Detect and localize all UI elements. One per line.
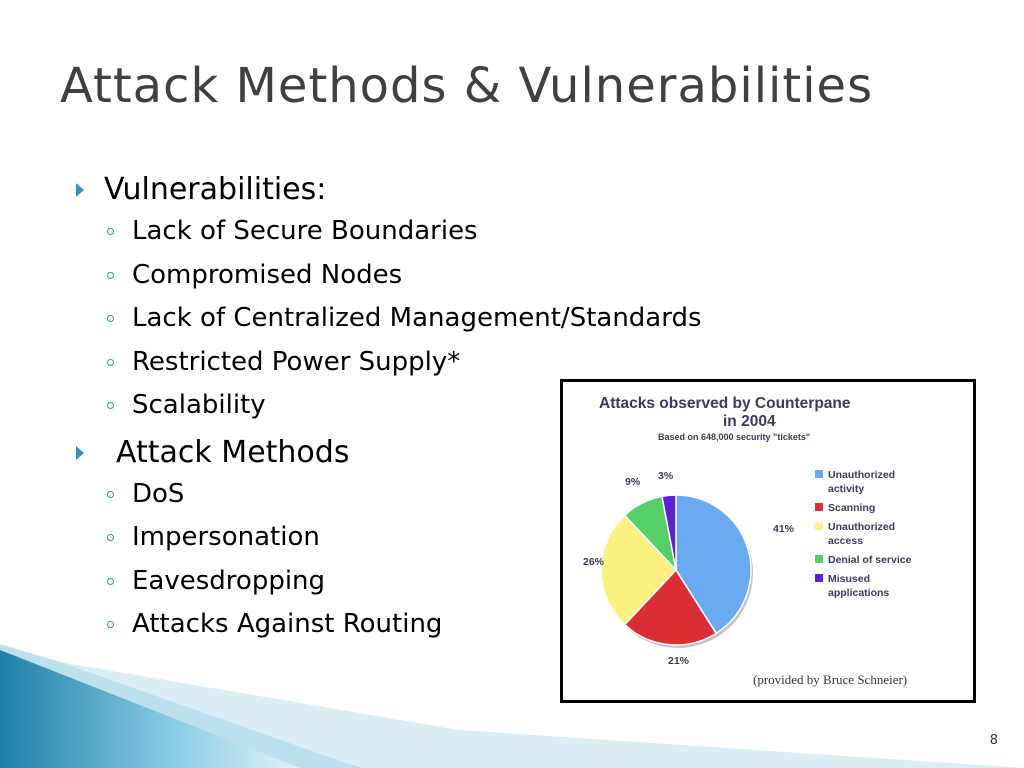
chart-legend: UnauthorizedactivityScanningUnauthorized… xyxy=(815,469,912,599)
pie-slice-label: 21% xyxy=(668,655,690,667)
legend-swatch xyxy=(815,555,823,563)
legend-label: Scanning xyxy=(828,502,875,514)
legend-label: Unauthorized xyxy=(828,469,895,481)
legend-swatch xyxy=(815,522,823,530)
ring-bullet-icon xyxy=(107,358,114,366)
bullet-item-text: Eavesdropping xyxy=(132,565,326,596)
pie-slice-label: 9% xyxy=(625,476,641,488)
legend-label: Denial of service xyxy=(828,554,912,566)
legend-swatch xyxy=(815,503,823,511)
ring-bullet-icon xyxy=(107,490,114,498)
slide-title: Attack Methods & Vulnerabilities xyxy=(60,58,874,114)
slide-number: 8 xyxy=(989,733,998,748)
triangle-bullet-icon xyxy=(76,183,84,197)
ring-bullet-icon xyxy=(107,315,114,322)
bullet-heading-vulnerabilities: Vulnerabilities: xyxy=(74,170,544,210)
legend-label: Misused xyxy=(828,573,870,585)
ring-bullet-icon xyxy=(107,621,114,628)
bullet-list: Vulnerabilities: Lack of Secure Boundari… xyxy=(74,170,702,647)
pie-slice-label: 3% xyxy=(658,470,674,482)
pie-slice-label: 41% xyxy=(773,523,795,535)
chart-title-line: in 2004 xyxy=(723,413,776,430)
legend-swatch xyxy=(815,470,823,478)
bullet-item-text: Scalability xyxy=(132,390,266,420)
chart-title-line: Attacks observed by Counterpane xyxy=(599,395,851,412)
bullet-item: Compromised Nodes xyxy=(74,254,544,298)
pie-chart: Attacks observed by Counterpane in 2004 … xyxy=(583,395,912,687)
bullet-item: Scalability xyxy=(74,384,544,428)
pie-slice xyxy=(661,494,677,571)
pie-slice xyxy=(600,514,678,626)
ring-bullet-icon xyxy=(107,228,114,235)
bullet-item: Impersonation xyxy=(74,516,544,560)
bullet-item: Lack of Centralized Management/Standards xyxy=(74,297,702,341)
chart-credit: (provided by Bruce Schneier) xyxy=(753,672,907,687)
chart-subtitle: Based on 648,000 security "tickets" xyxy=(658,432,810,442)
ring-bullet-icon xyxy=(107,402,114,409)
bullet-heading-text: Vulnerabilities: xyxy=(104,172,327,207)
bullet-item-text: Lack of Secure Boundaries xyxy=(132,216,478,246)
ring-bullet-icon xyxy=(107,577,114,585)
pie-chart-image: Attacks observed by Counterpane in 2004 … xyxy=(560,379,976,703)
bullet-item-text: Restricted Power Supply* xyxy=(132,346,461,377)
pie-slice xyxy=(623,568,718,646)
bullet-item-text: Compromised Nodes xyxy=(132,259,403,290)
bullet-item-text: Lack of Centralized Management/Standards xyxy=(132,303,702,333)
bullet-item-text: Attacks Against Routing xyxy=(132,609,443,639)
legend-label: activity xyxy=(828,483,864,495)
ring-bullet-icon xyxy=(107,534,114,541)
bullet-heading-attack-methods: Attack Methods xyxy=(74,433,544,473)
bullet-item-text: DoS xyxy=(132,478,185,509)
legend-label: applications xyxy=(828,587,889,599)
legend-label: Unauthorized xyxy=(828,521,895,533)
bullet-item: Restricted Power Supply* xyxy=(74,341,544,385)
bullet-item: Eavesdropping xyxy=(74,560,544,604)
bullet-heading-text: Attack Methods xyxy=(116,434,350,470)
pie-slices: 41% 21% 26% 9% 3% xyxy=(583,470,795,667)
bullet-item: Attacks Against Routing xyxy=(74,603,544,647)
corner-decoration xyxy=(0,644,1024,768)
pie-slice-label: 26% xyxy=(583,556,605,568)
bullet-item-text: Impersonation xyxy=(132,522,320,552)
bullet-item: Lack of Secure Boundaries xyxy=(74,210,544,254)
triangle-bullet-icon xyxy=(76,445,84,460)
ring-bullet-icon xyxy=(107,271,114,279)
legend-label: access xyxy=(828,535,863,547)
bullet-item: DoS xyxy=(74,473,544,517)
legend-swatch xyxy=(815,574,823,582)
